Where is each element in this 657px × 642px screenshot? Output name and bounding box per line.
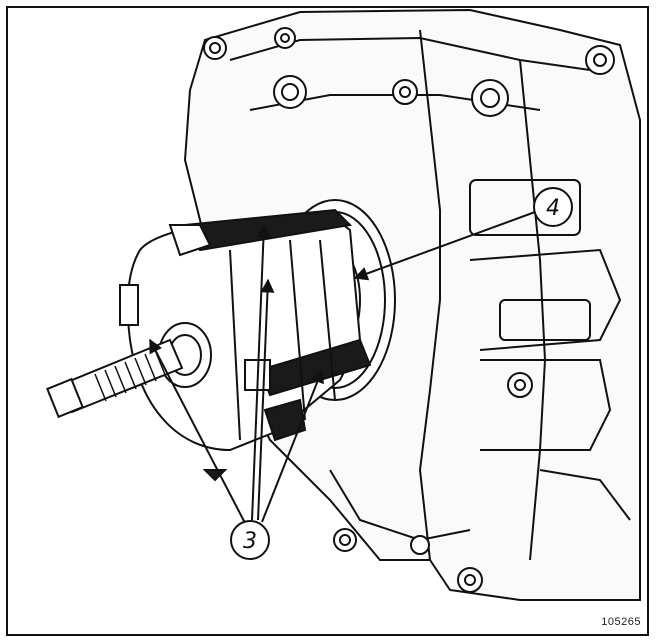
engine-block [183,8,641,601]
callout-3-arrows [149,223,324,524]
figure-reference-code: 105265 [601,616,641,628]
callout-3-label: 3 [243,529,257,554]
callout-4-label: 4 [546,196,560,221]
callout-3: 3 [230,520,270,560]
callout-4: 4 [533,187,573,227]
extractor-tool [119,208,372,482]
block-bolt-holes [203,27,615,593]
callout-4-arrow [353,211,536,281]
threaded-spindle [46,322,212,419]
